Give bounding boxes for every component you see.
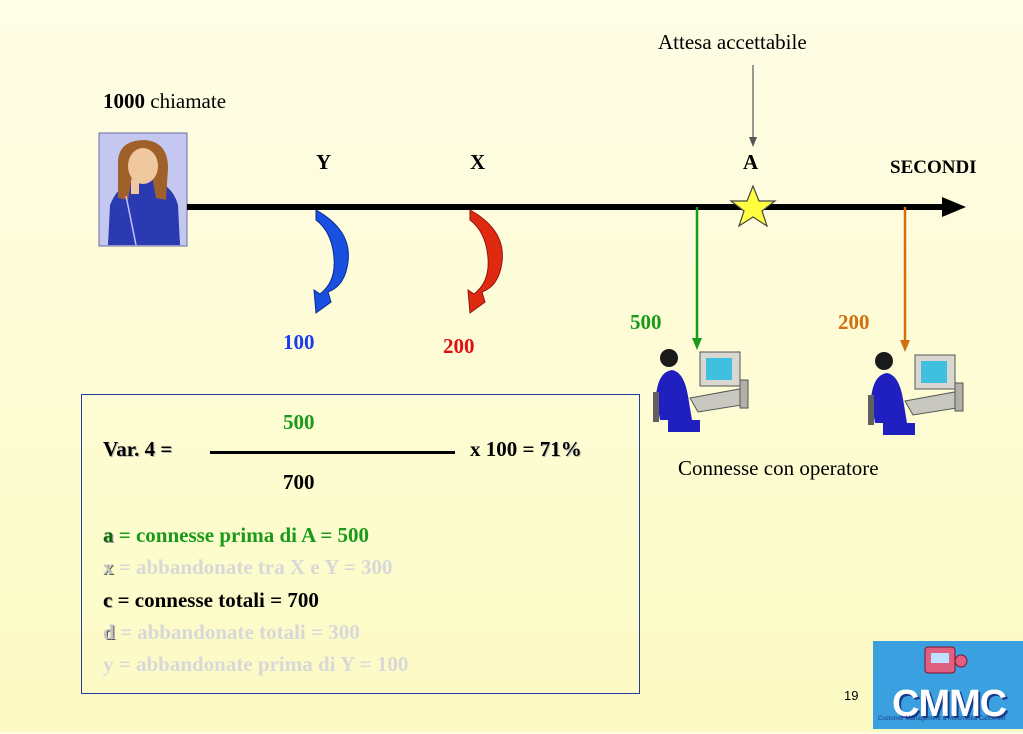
fraction-denominator: 700 [283,470,315,494]
connected-before-count: 500 [630,310,662,334]
calls-title: 1000 chiamate [103,89,226,114]
legend-text-x: = abbandonate tra X e Y = 300 [113,555,393,579]
star-a-icon [729,184,777,228]
fraction-line [210,451,455,454]
formula-result: 71% [539,437,582,461]
legend-key-x: x [103,555,114,579]
legend-item-x: x = abbandonate tra X e Y = 300 [103,555,393,580]
logo-robot-icon [924,646,968,674]
connected-after-count: 200 [838,310,870,334]
formula-result-line: x 100 = 71% [470,437,582,462]
operator-computer-icon [868,352,964,435]
legend-item-c: c = connesse totali = 700 [103,588,319,613]
abandoned-x-count: 200 [443,334,475,358]
legend-key-d: d [103,620,115,644]
logo-text: CMMC [892,683,1007,725]
axis-label-y: Y [316,150,332,174]
logo-subtitle: Customer Management & Multimedia Callcen… [878,716,1006,722]
cmmc-logo [873,641,1023,729]
var-label: Var. 4 = [103,437,173,461]
calls-label: chiamate [145,89,227,113]
page-number: 19 [844,688,859,703]
operator-computer-icon [653,349,749,432]
axis-label-a: A [743,150,759,174]
caller-woman-icon [98,132,188,247]
axis-label-x: X [470,150,486,174]
legend-key-a: a [103,523,114,547]
attesa-label: Attesa accettabile [658,30,807,54]
times-label: x 100 = [470,437,540,461]
fraction-numerator: 500 [283,410,315,434]
legend-text-a: = connesse prima di A = 500 [113,523,370,547]
calls-count: 1000 [103,89,145,113]
abandon-x-arrow-icon [467,209,503,314]
operator-label: Connesse con operatore [678,456,879,480]
axis-arrowhead [942,197,966,217]
axis-label-secondi: SECONDI [890,157,977,178]
legend-text-d: = abbandonate totali = 300 [114,620,360,644]
abandon-y-arrow-icon [313,209,349,314]
formula-box [81,394,640,694]
legend-item-a: a = connesse prima di A = 500 [103,523,369,548]
legend-item-d: d = abbandonate totali = 300 [103,620,360,645]
legend-item-y: y = abbandonate prima di Y = 100 [103,652,409,676]
legend-text-c: = connesse totali = 700 [112,588,319,612]
legend-key-c: c [103,588,113,612]
abandoned-y-count: 100 [283,330,315,354]
